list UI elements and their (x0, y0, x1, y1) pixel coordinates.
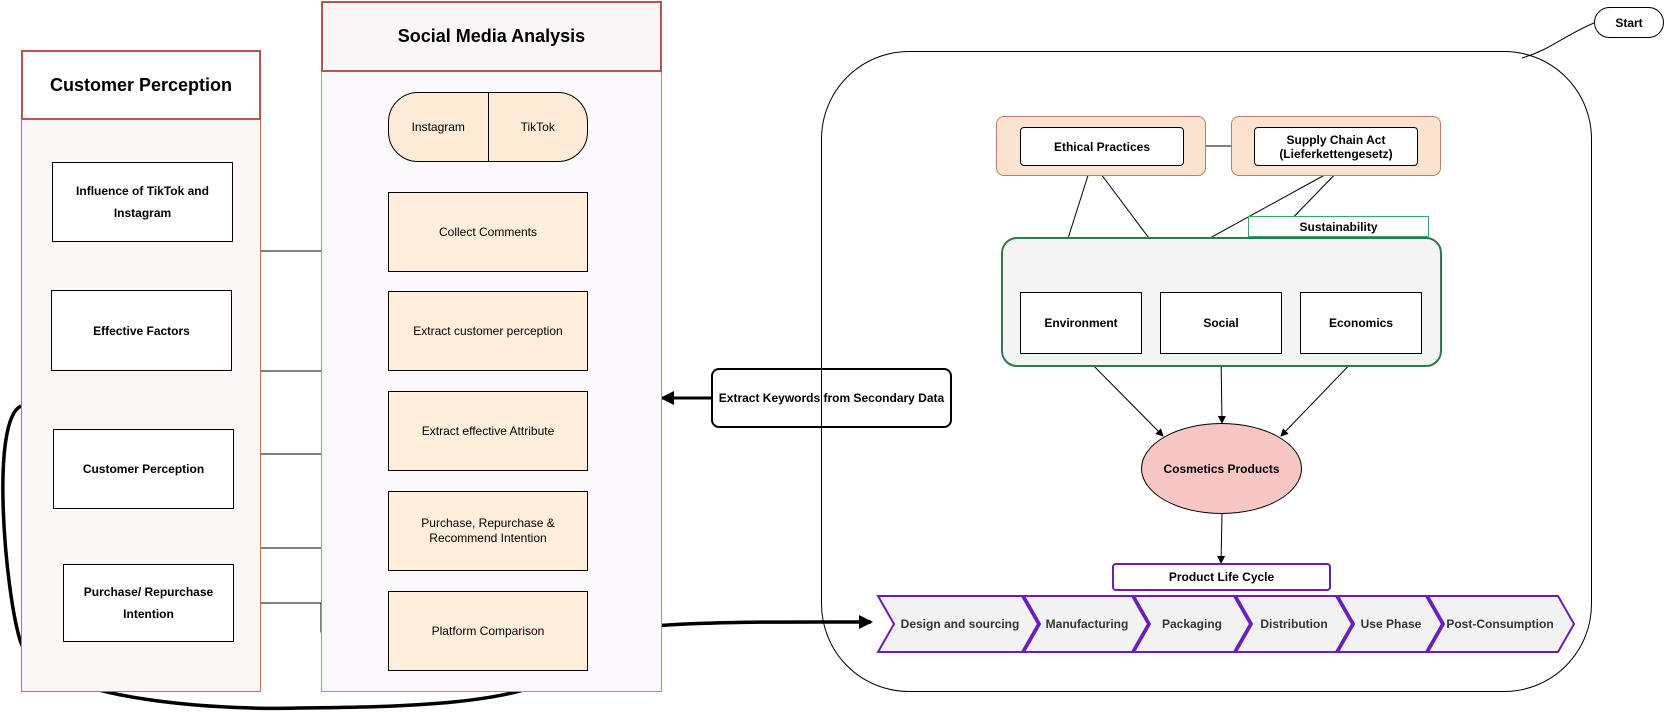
framework-container (821, 51, 1592, 692)
sustainability-label: Sustainability (1248, 216, 1429, 237)
pillar-social: Social (1160, 292, 1282, 354)
supply-chain-box: Supply Chain Act (Lieferkettengesetz) (1254, 127, 1418, 166)
cp-item-effective-factors: Effective Factors (51, 290, 232, 371)
platform-pill: Instagram TikTok (388, 92, 588, 162)
step-intention: Purchase, Repurchase & Recommend Intenti… (388, 491, 588, 571)
stage-distribution: Distribution (1260, 617, 1328, 631)
platform-instagram: Instagram (389, 93, 489, 161)
start-label: Start (1594, 7, 1664, 38)
step-extract-perception: Extract customer perception (388, 291, 588, 371)
stage-manufacturing: Manufacturing (1045, 617, 1129, 631)
start-connector (1521, 22, 1595, 59)
step-platform-comparison: Platform Comparison (388, 591, 588, 671)
stage-use-phase: Use Phase (1360, 617, 1422, 631)
stage-post-consumption: Post-Consumption (1446, 617, 1554, 631)
cp-item-customer-perception: Customer Perception (53, 429, 234, 509)
platform-tiktok: TikTok (520, 120, 555, 134)
step-extract-attribute: Extract effective Attribute (388, 391, 588, 471)
cp-item-purchase-intention: Purchase/ Repurchase Intention (63, 564, 234, 642)
cp-item-influence: Influence of TikTok and Instagram (52, 162, 233, 242)
step-collect-comments: Collect Comments (388, 192, 588, 272)
ethical-practices-box: Ethical Practices (1020, 127, 1184, 166)
stage-packaging: Packaging (1161, 617, 1223, 631)
social-media-title: Social Media Analysis (321, 1, 662, 72)
stage-design-sourcing: Design and sourcing (900, 617, 1020, 631)
product-life-cycle-label: Product Life Cycle (1112, 563, 1331, 591)
pillar-environment: Environment (1020, 292, 1142, 354)
pillar-economics: Economics (1300, 292, 1422, 354)
extract-keywords-box: Extract Keywords from Secondary Data (711, 368, 952, 428)
cosmetics-products: Cosmetics Products (1141, 423, 1302, 514)
customer-perception-title: Customer Perception (21, 50, 261, 120)
